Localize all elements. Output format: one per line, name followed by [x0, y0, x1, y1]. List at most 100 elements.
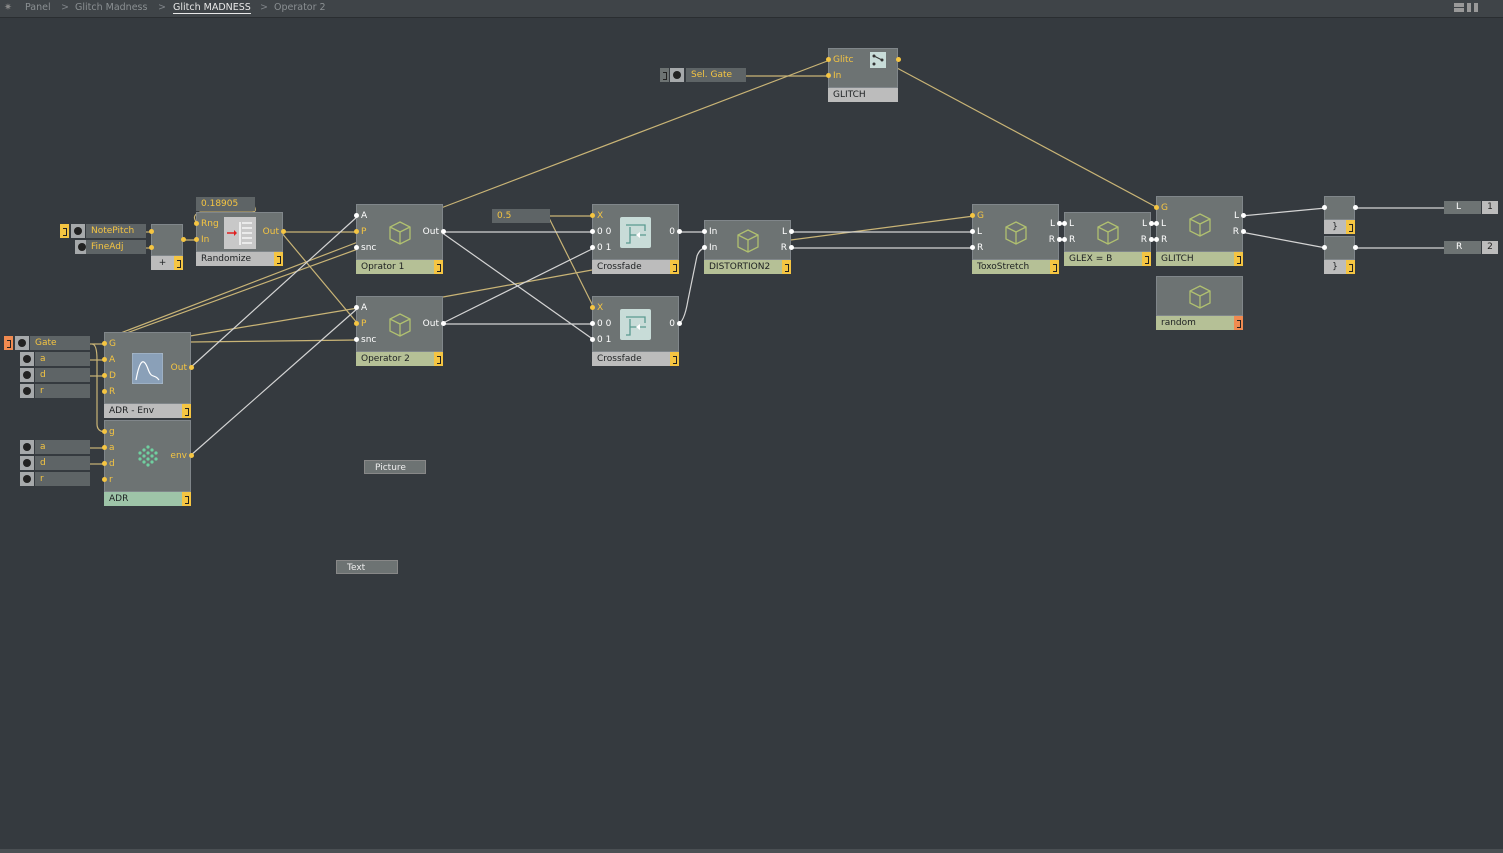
- input-port[interactable]: In: [826, 71, 841, 81]
- input-port[interactable]: X: [590, 303, 603, 313]
- output-port[interactable]: 0: [669, 319, 682, 329]
- module-label-op2[interactable]: Operator 2: [356, 352, 434, 366]
- input-port[interactable]: R: [102, 387, 115, 397]
- module-label-randomize[interactable]: Randomize: [196, 252, 274, 266]
- output-port[interactable]: [894, 55, 901, 65]
- output-r[interactable]: R: [1444, 241, 1481, 254]
- module-label-adr[interactable]: ADR: [104, 492, 182, 506]
- module-label-merge2[interactable]: }: [1324, 260, 1346, 274]
- output-port[interactable]: [1351, 243, 1358, 253]
- input-port[interactable]: X: [590, 211, 603, 221]
- input-port[interactable]: G: [970, 211, 984, 221]
- input-port[interactable]: d: [102, 459, 115, 469]
- breadcrumb-panel[interactable]: Panel: [25, 2, 51, 13]
- input-port[interactable]: In: [194, 235, 209, 245]
- env2-knob-2[interactable]: r: [35, 472, 90, 486]
- knob-icon[interactable]: [20, 456, 34, 470]
- input-port[interactable]: In: [702, 243, 717, 253]
- input-port[interactable]: Rng: [194, 219, 219, 229]
- input-port[interactable]: r: [102, 475, 113, 485]
- module-label-random[interactable]: random: [1156, 316, 1234, 330]
- vertical-split-icon[interactable]: [1467, 3, 1478, 12]
- breadcrumb-glitch-madness-active[interactable]: Glitch MADNESS: [173, 2, 251, 14]
- module-label-merge1[interactable]: }: [1324, 220, 1346, 234]
- input-port[interactable]: A: [102, 355, 115, 365]
- module-label-glitch[interactable]: GLITCH: [1156, 252, 1234, 266]
- horizontal-split-icon[interactable]: [1454, 3, 1464, 12]
- input-port[interactable]: R: [1154, 235, 1167, 245]
- bug-icon[interactable]: ✷: [4, 2, 12, 13]
- output-port[interactable]: Out: [423, 227, 446, 237]
- picture-item[interactable]: Picture: [364, 460, 426, 474]
- output-port[interactable]: L: [1234, 211, 1246, 221]
- output-l[interactable]: L: [1444, 201, 1481, 214]
- module-label-glex[interactable]: GLEX = B: [1064, 252, 1142, 266]
- breadcrumb-operator-2[interactable]: Operator 2: [274, 2, 326, 13]
- knob-icon[interactable]: [20, 368, 34, 382]
- sel-gate-control[interactable]: Sel. Gate: [686, 68, 746, 82]
- input-port[interactable]: [149, 243, 156, 253]
- output-port[interactable]: R: [1049, 235, 1062, 245]
- input-port[interactable]: L: [970, 227, 982, 237]
- knob-icon[interactable]: [20, 472, 34, 486]
- input-port[interactable]: L: [1154, 219, 1166, 229]
- input-port[interactable]: Glitc: [826, 55, 853, 65]
- env2-knob-1[interactable]: d: [35, 456, 90, 470]
- output-port[interactable]: R: [781, 243, 794, 253]
- module-glitch_top[interactable]: [828, 48, 898, 88]
- input-port[interactable]: [1322, 243, 1329, 253]
- input-port[interactable]: [149, 227, 156, 237]
- output-port[interactable]: Out: [171, 363, 194, 373]
- knob-icon[interactable]: [20, 384, 34, 398]
- input-port[interactable]: 0 1: [590, 335, 611, 345]
- output-port[interactable]: env: [170, 451, 194, 461]
- output-port[interactable]: [179, 235, 186, 245]
- fine-adj-control[interactable]: FineAdj: [86, 240, 146, 254]
- horizontal-scrollbar[interactable]: [0, 849, 1503, 853]
- knob-icon[interactable]: [20, 352, 34, 366]
- input-port[interactable]: [1322, 203, 1329, 213]
- env1-knob-1[interactable]: d: [35, 368, 90, 382]
- input-port[interactable]: A: [354, 211, 367, 221]
- output-port[interactable]: Out: [423, 319, 446, 329]
- input-port[interactable]: snc: [354, 335, 376, 345]
- env2-knob-0[interactable]: a: [35, 440, 90, 454]
- env1-knob-2[interactable]: r: [35, 384, 90, 398]
- input-port[interactable]: snc: [354, 243, 376, 253]
- module-label-toxo[interactable]: ToxoStretch: [972, 260, 1050, 274]
- module-label-xf1[interactable]: Crossfade: [592, 260, 670, 274]
- gate-control[interactable]: Gate: [30, 336, 90, 350]
- output-port[interactable]: L: [1050, 219, 1062, 229]
- module-label-glitch_top[interactable]: GLITCH: [828, 88, 898, 102]
- input-port[interactable]: A: [354, 303, 367, 313]
- knob-icon[interactable]: [75, 240, 89, 254]
- input-port[interactable]: In: [702, 227, 717, 237]
- knob-icon[interactable]: [20, 440, 34, 454]
- output-port[interactable]: L: [782, 227, 794, 237]
- input-port[interactable]: g: [102, 427, 115, 437]
- module-label-dist[interactable]: DISTORTION2: [704, 260, 782, 274]
- input-port[interactable]: G: [102, 339, 116, 349]
- input-port[interactable]: L: [1062, 219, 1074, 229]
- text-item[interactable]: Text: [336, 560, 398, 574]
- input-port[interactable]: R: [1062, 235, 1075, 245]
- input-port[interactable]: 0 0: [590, 227, 611, 237]
- output-port[interactable]: R: [1233, 227, 1246, 237]
- module-label-add[interactable]: +: [151, 256, 174, 270]
- module-label-xf2[interactable]: Crossfade: [592, 352, 670, 366]
- module-adr_env[interactable]: [104, 332, 191, 404]
- breadcrumb-glitch-madness[interactable]: Glitch Madness: [75, 2, 148, 13]
- input-port[interactable]: a: [102, 443, 115, 453]
- output-port[interactable]: 0: [669, 227, 682, 237]
- module-label-adr_env[interactable]: ADR - Env: [104, 404, 182, 418]
- output-port[interactable]: Out: [263, 227, 286, 237]
- constant-0-18905[interactable]: 0.18905: [196, 197, 255, 211]
- output-port[interactable]: [1351, 203, 1358, 213]
- module-label-op1[interactable]: Oprator 1: [356, 260, 434, 274]
- constant-0-5[interactable]: 0.5: [492, 209, 550, 223]
- output-port[interactable]: L: [1142, 219, 1154, 229]
- input-port[interactable]: G: [1154, 203, 1168, 213]
- input-port[interactable]: P: [354, 319, 366, 329]
- input-port[interactable]: D: [102, 371, 116, 381]
- input-port[interactable]: R: [970, 243, 983, 253]
